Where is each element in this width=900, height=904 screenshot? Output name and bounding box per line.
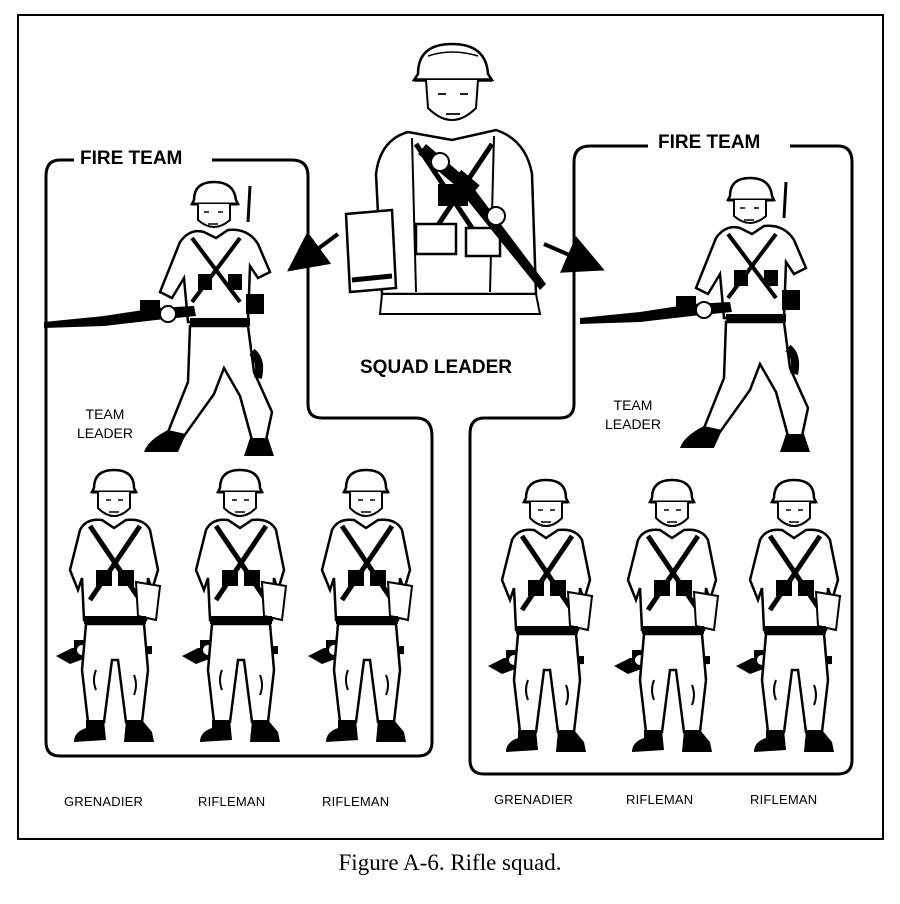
left-rifleman-1-label: RIFLEMAN <box>198 794 266 809</box>
left-grenadier-soldier-icon <box>56 470 160 742</box>
right-fire-team-bracket <box>468 144 854 776</box>
arrow-to-right-team-icon <box>543 236 605 273</box>
right-rifleman-1-label: RIFLEMAN <box>626 792 694 807</box>
arrow-to-left-team-icon <box>287 231 340 272</box>
left-grenadier-label: GRENADIER <box>64 794 144 809</box>
right-team-leader-label-line2: LEADER <box>604 416 662 432</box>
right-fire-team-title: FIRE TEAM <box>652 132 767 154</box>
right-team-leader-label: TEAM LEADER <box>598 396 668 434</box>
figure-frame <box>17 14 884 840</box>
left-rifleman-1-soldier-icon <box>182 470 286 742</box>
left-team-leader-label-line2: LEADER <box>76 425 134 441</box>
left-rifleman-2-soldier-icon <box>308 470 412 742</box>
right-team-leader-label-line1: TEAM <box>613 397 653 413</box>
figure-caption: Figure A-6. Rifle squad. <box>338 850 562 875</box>
left-rifleman-2-label: RIFLEMAN <box>322 794 390 809</box>
left-fire-team-bracket <box>44 158 434 758</box>
right-rifleman-1-soldier-icon <box>614 480 718 752</box>
left-team-leader-label: TEAM LEADER <box>70 405 140 443</box>
right-rifleman-2-label: RIFLEMAN <box>750 792 818 807</box>
squad-leader-label: SQUAD LEADER <box>360 357 513 378</box>
right-grenadier-soldier-icon <box>488 480 592 752</box>
right-grenadier-label: GRENADIER <box>494 792 574 807</box>
right-rifleman-2-soldier-icon <box>736 480 840 752</box>
squad-leader-soldier-icon <box>346 44 546 314</box>
left-team-leader-label-line1: TEAM <box>85 406 125 422</box>
left-fire-team-title: FIRE TEAM <box>74 148 189 170</box>
